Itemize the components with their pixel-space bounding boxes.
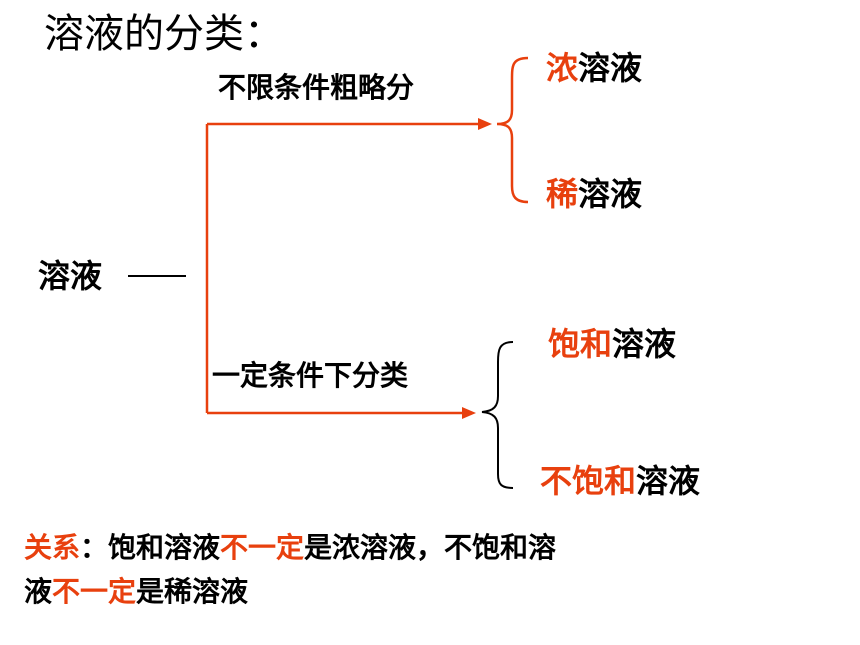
upper-arrowhead	[478, 118, 492, 130]
relation-segment: 不一定	[52, 575, 137, 608]
leaf-rest: 溶液	[636, 462, 701, 500]
relation-segment: 是浓溶液，不饱和溶	[304, 531, 557, 564]
relation-segment: 不一定	[220, 531, 305, 564]
branch-label-conditional: 一定条件下分类	[212, 359, 409, 392]
relation-segment: 是稀溶液	[136, 575, 249, 608]
lower-brace	[481, 341, 514, 489]
leaf-concentrated-solution: 浓溶液	[546, 52, 642, 84]
leaf-rest: 溶液	[612, 325, 677, 363]
leaf-highlight: 不饱和	[540, 462, 637, 500]
upper-brace	[496, 56, 529, 204]
leaf-saturated-solution: 饱和溶液	[548, 328, 676, 360]
lower-arrowhead	[462, 407, 476, 419]
root-node-label: 溶液	[38, 257, 103, 295]
leaf-unsaturated-solution: 不饱和溶液	[540, 465, 700, 497]
leaf-dilute-solution: 稀溶液	[546, 178, 642, 210]
leaf-rest: 溶液	[578, 175, 643, 213]
relation-segment: ：饱和溶液	[80, 531, 221, 564]
relation-line-1: 关系：饱和溶液不一定是浓溶液，不饱和溶	[24, 534, 556, 562]
leaf-highlight: 饱和	[548, 325, 613, 363]
relation-line-2: 液不一定是稀溶液	[24, 578, 248, 606]
page-title: 溶液的分类：	[44, 11, 284, 57]
leaf-highlight: 浓	[546, 49, 579, 87]
relation-segment: 关系	[24, 531, 81, 564]
leaf-rest: 溶液	[578, 49, 643, 87]
leaf-highlight: 稀	[546, 175, 579, 213]
branch-label-rough: 不限条件粗略分	[218, 71, 415, 104]
relation-segment: 液	[24, 575, 53, 608]
